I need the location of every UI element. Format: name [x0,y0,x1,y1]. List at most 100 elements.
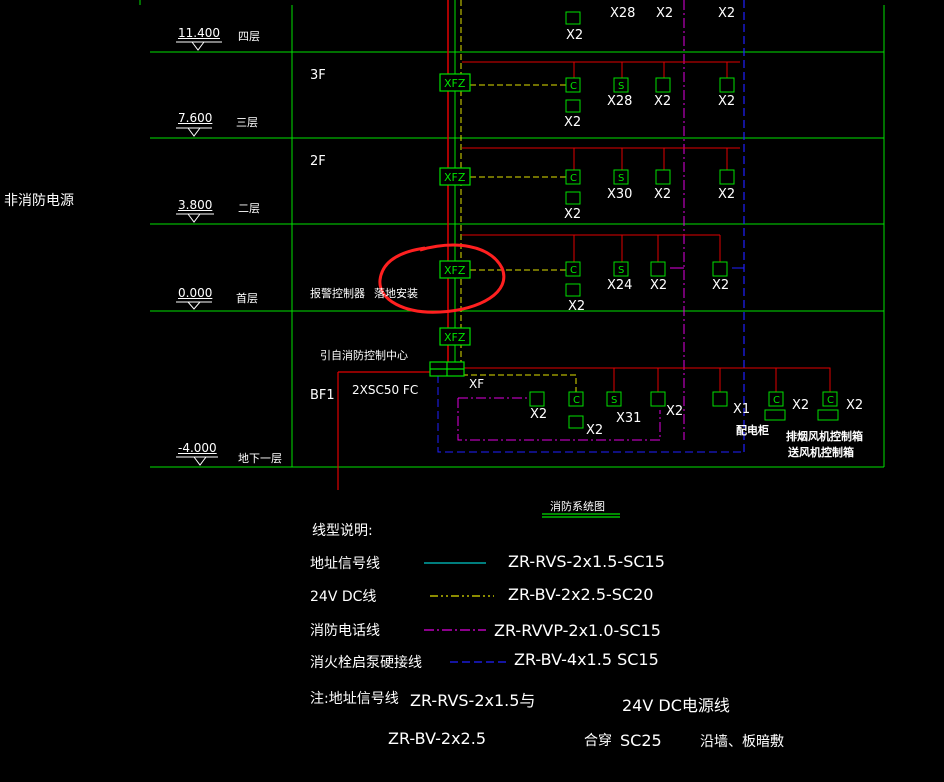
svg-text:C: C [773,395,780,406]
legend-name: 消防电话线 [310,623,380,639]
telephone-icon [529,391,545,407]
device-count: X28 [607,94,633,109]
note-text: SC25 [620,731,662,750]
legend-name: 消火栓启泵硬接线 [310,655,422,671]
alarm-bell-icon [565,283,581,297]
legend-spec: ZR-RVVP-2x1.0-SC15 [494,621,661,640]
device-count: X2 [650,278,668,293]
heat-detector-icon [719,77,735,93]
note-text: ZR-RVS-2x1.5与 [410,691,536,710]
legend-name: 地址信号线 [310,556,380,572]
level-name: 地下一层 [238,452,282,465]
heat-detector-icon [712,391,728,407]
svg-text:XFZ: XFZ [444,171,466,184]
device-count: X28 [610,6,636,21]
device-count: X2 [666,404,684,419]
level-label: 0.000 [178,286,213,300]
smoke-detector-icon [613,261,629,277]
svg-text:C: C [570,265,577,276]
cabinet-box-icon [817,409,839,421]
smoke-detector-icon [613,77,629,93]
svg-text:C: C [827,395,834,406]
supply-box-label: 送风机控制箱 [788,446,854,459]
module-c-icon [768,391,784,407]
legend-spec: ZR-BV-2x2.5-SC20 [508,585,654,604]
note-text: 注:地址信号线 [310,691,399,707]
device-count: X2 [712,278,730,293]
from-center-label: 引自消防控制中心 [320,349,408,362]
device-count: X2 [792,398,810,413]
legend-name: 24V DC线 [310,589,377,605]
device-glyphs: C S C S C S C S C C XF [469,81,834,406]
xfz-modules [429,73,471,377]
alarm-bell-icon [565,191,581,205]
device-count: X2 [586,423,604,438]
svg-text:C: C [573,395,580,406]
highlight-circle [378,243,506,314]
level-name: 二层 [238,202,260,215]
device-count: X2 [566,28,584,43]
device-count: X2 [654,187,672,202]
level-name: 四层 [238,30,260,43]
level-name: 首层 [236,292,258,305]
alarm-bell-icon [565,11,581,25]
device-count: X30 [607,187,633,202]
device-count: X2 [718,94,736,109]
alarm-bell-icon [568,415,584,429]
device-count: X2 [718,6,736,21]
alarm-controller-label: 报警控制器 [310,287,365,300]
dist-cabinet-label: 配电柜 [736,424,769,437]
xfz-labels: XFZ XFZ XFZ XFZ [444,77,466,344]
note-text: 合穿 [584,733,612,749]
note-text: ZR-BV-2x2.5 [388,729,486,748]
alarm-bell-icon [565,99,581,113]
device-count: X1 [733,402,751,417]
module-c-icon [565,261,581,277]
level-label: -4.000 [178,441,217,455]
hydrant-button-icon [650,261,666,277]
module-c-icon [565,169,581,185]
device-count: X2 [530,407,548,422]
device-count: X2 [846,398,864,413]
hydrant-button-icon [655,77,671,93]
power-source-label: 非消防电源 [4,193,74,209]
device-symbols [529,11,839,429]
xfz-b1 [439,327,471,346]
heat-detector-icon [712,261,728,277]
device-count: X24 [607,278,633,293]
svg-text:S: S [611,395,617,406]
level-markers [176,41,222,466]
device-count: X2 [568,299,586,314]
hydrant-button-icon [650,391,666,407]
xfz-3f [439,73,471,92]
module-c-icon [565,77,581,93]
xfz-2f [439,167,471,186]
svg-text:S: S [618,265,624,276]
module-c-icon [568,391,584,407]
legend-lines [424,513,620,663]
svg-text:XFZ: XFZ [444,77,466,90]
level-label: 11.400 [178,26,220,40]
floor-label: 2F [310,154,326,169]
legend-spec: ZR-RVS-2x1.5-SC15 [508,552,665,571]
svg-text:XFZ: XFZ [444,264,466,277]
cabinet-box-icon [764,409,786,421]
device-count: X2 [564,115,582,130]
conduit-label: 2XSC50 FC [352,383,419,397]
svg-text:XF: XF [469,377,484,391]
legend-spec: ZR-BV-4x1.5 SC15 [514,650,659,669]
diagram-title: 消防系统图 [550,500,605,513]
note-text: 沿墙、板暗敷 [700,734,784,750]
level-label: 7.600 [178,111,213,125]
floor-label: 3F [310,68,326,83]
level-name: 三层 [236,116,258,129]
device-count: X31 [616,411,642,426]
xfz-1f [439,260,471,279]
svg-text:XFZ: XFZ [444,331,466,344]
smoke-detector-icon [613,169,629,185]
module-c-icon [822,391,838,407]
floor-branches [437,61,831,453]
svg-text:S: S [618,173,624,184]
svg-text:S: S [618,81,624,92]
